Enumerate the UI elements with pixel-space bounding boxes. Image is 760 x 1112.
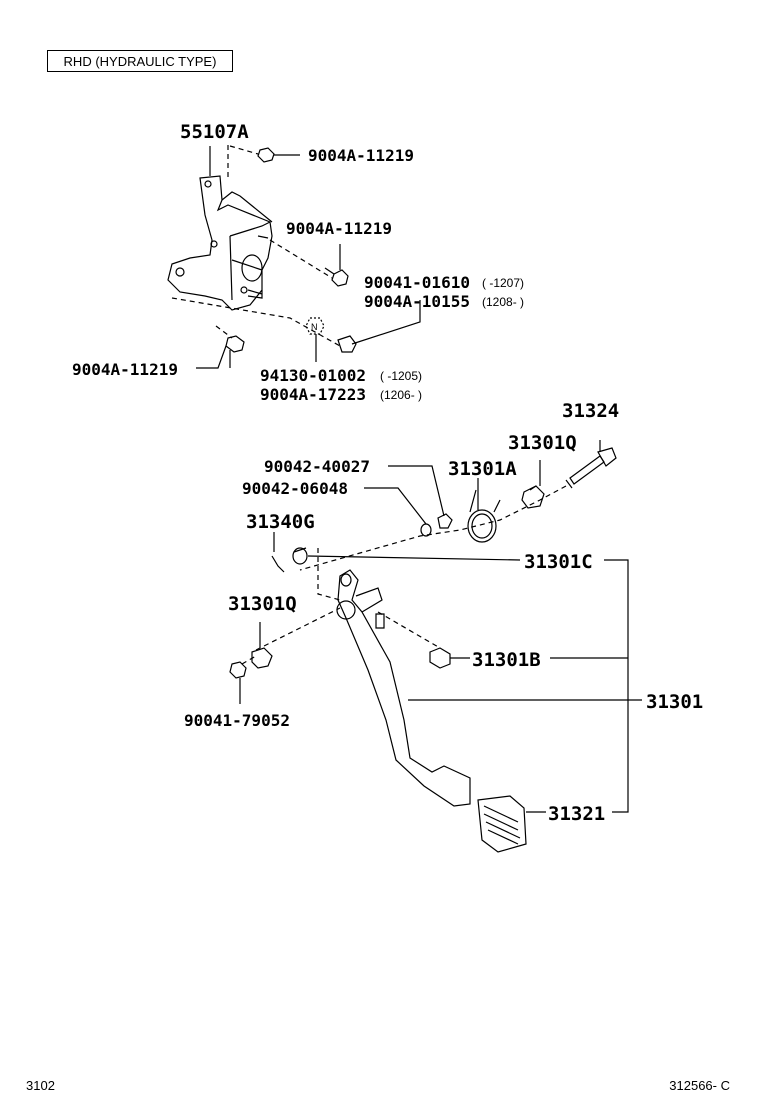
label-clip: 31340G — [246, 511, 315, 533]
label-screw-a-range: ( -1205) — [380, 369, 422, 383]
label-screw-a: 94130-01002 — [260, 366, 366, 385]
label-pedal-pad: 31321 — [548, 803, 605, 825]
bolt-mid-icon — [324, 244, 349, 287]
label-bracket: 55107A — [180, 121, 249, 143]
return-spring-icon — [467, 478, 501, 543]
bracket-guides — [171, 145, 341, 347]
label-bolt-left: 9004A-11219 — [72, 360, 178, 379]
clip-icon — [271, 532, 285, 573]
bushing-upper-icon — [521, 460, 545, 509]
bushing-lower-icon — [251, 622, 273, 669]
bolt-left-icon — [225, 335, 245, 368]
bolt-top-icon — [257, 147, 300, 163]
label-spring: 31301A — [448, 458, 517, 480]
label-bolt-top: 9004A-11219 — [308, 146, 414, 165]
nut-lower-icon — [229, 661, 247, 704]
label-bolt-mid: 9004A-11219 — [286, 219, 392, 238]
washer-a-icon — [388, 465, 453, 529]
label-bushing-lower: 31301Q — [228, 593, 297, 615]
label-screw-b-range: (1206- ) — [380, 388, 422, 402]
label-bushing-c: 31301C — [524, 551, 593, 573]
pedal-guides — [241, 485, 567, 665]
label-bushing-upper: 31301Q — [508, 432, 577, 454]
stopper-icon — [429, 647, 470, 669]
label-screw-b: 9004A-17223 — [260, 385, 366, 404]
bushing-c-icon — [292, 547, 521, 565]
label-pedal-arm: 31301 — [646, 691, 703, 713]
pedal-pad-icon — [477, 795, 546, 853]
label-nut-a: 90041-01610 — [364, 273, 470, 292]
label-stopper: 31301B — [472, 649, 541, 671]
pivot-pin-icon — [565, 440, 617, 489]
diagram-title-box: RHD (HYDRAULIC TYPE) — [47, 50, 233, 72]
leader-lines — [196, 146, 642, 813]
label-nut-a-range: ( -1207) — [482, 276, 524, 290]
washer-b-icon — [364, 487, 432, 537]
footer-page-number: 3102 — [26, 1078, 55, 1093]
footer-diagram-code: 312566- C — [669, 1078, 730, 1093]
label-nut-lower: 90041-79052 — [184, 711, 290, 730]
label-washer-a: 90042-40027 — [264, 457, 370, 476]
svg-text:N: N — [311, 322, 318, 332]
label-pin: 31324 — [562, 400, 619, 422]
screw-icon — [337, 300, 421, 353]
pedal-bracket — [167, 175, 273, 311]
label-washer-b: 90042-06048 — [242, 479, 348, 498]
pedal-arm-icon — [336, 569, 471, 807]
label-nut-b: 9004A-10155 — [364, 292, 470, 311]
nut-marking-icon: N — [305, 317, 325, 362]
label-nut-b-range: (1208- ) — [482, 295, 524, 309]
